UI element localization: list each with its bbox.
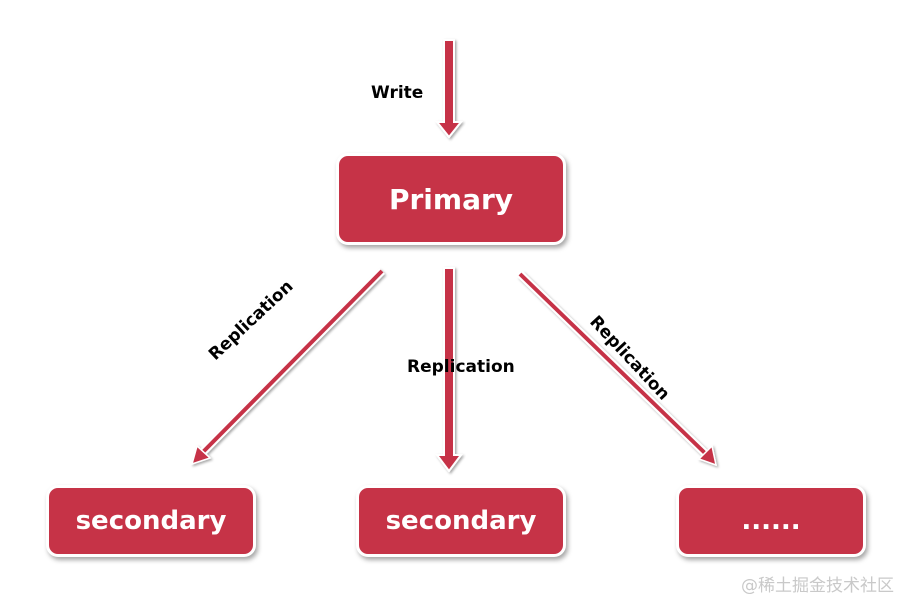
secondary-node-1: secondary (46, 485, 256, 557)
write-label: Write (371, 83, 424, 103)
secondary-node-more-label: ...... (741, 506, 801, 536)
watermark: @稀土掘金技术社区 (741, 576, 894, 596)
secondary-node-2: secondary (356, 485, 566, 557)
primary-node: Primary (336, 153, 566, 245)
primary-node-label: Primary (388, 182, 514, 216)
replication-arrow-right (517, 271, 718, 467)
secondary-node-1-label: secondary (75, 506, 227, 536)
replication-arrow-left (190, 268, 385, 466)
replication-arrow-middle (435, 267, 463, 473)
secondary-node-2-label: secondary (385, 506, 537, 536)
secondary-node-more: ...... (676, 485, 866, 557)
write-arrow (434, 39, 464, 139)
replication-label-middle: Replication (407, 357, 515, 377)
